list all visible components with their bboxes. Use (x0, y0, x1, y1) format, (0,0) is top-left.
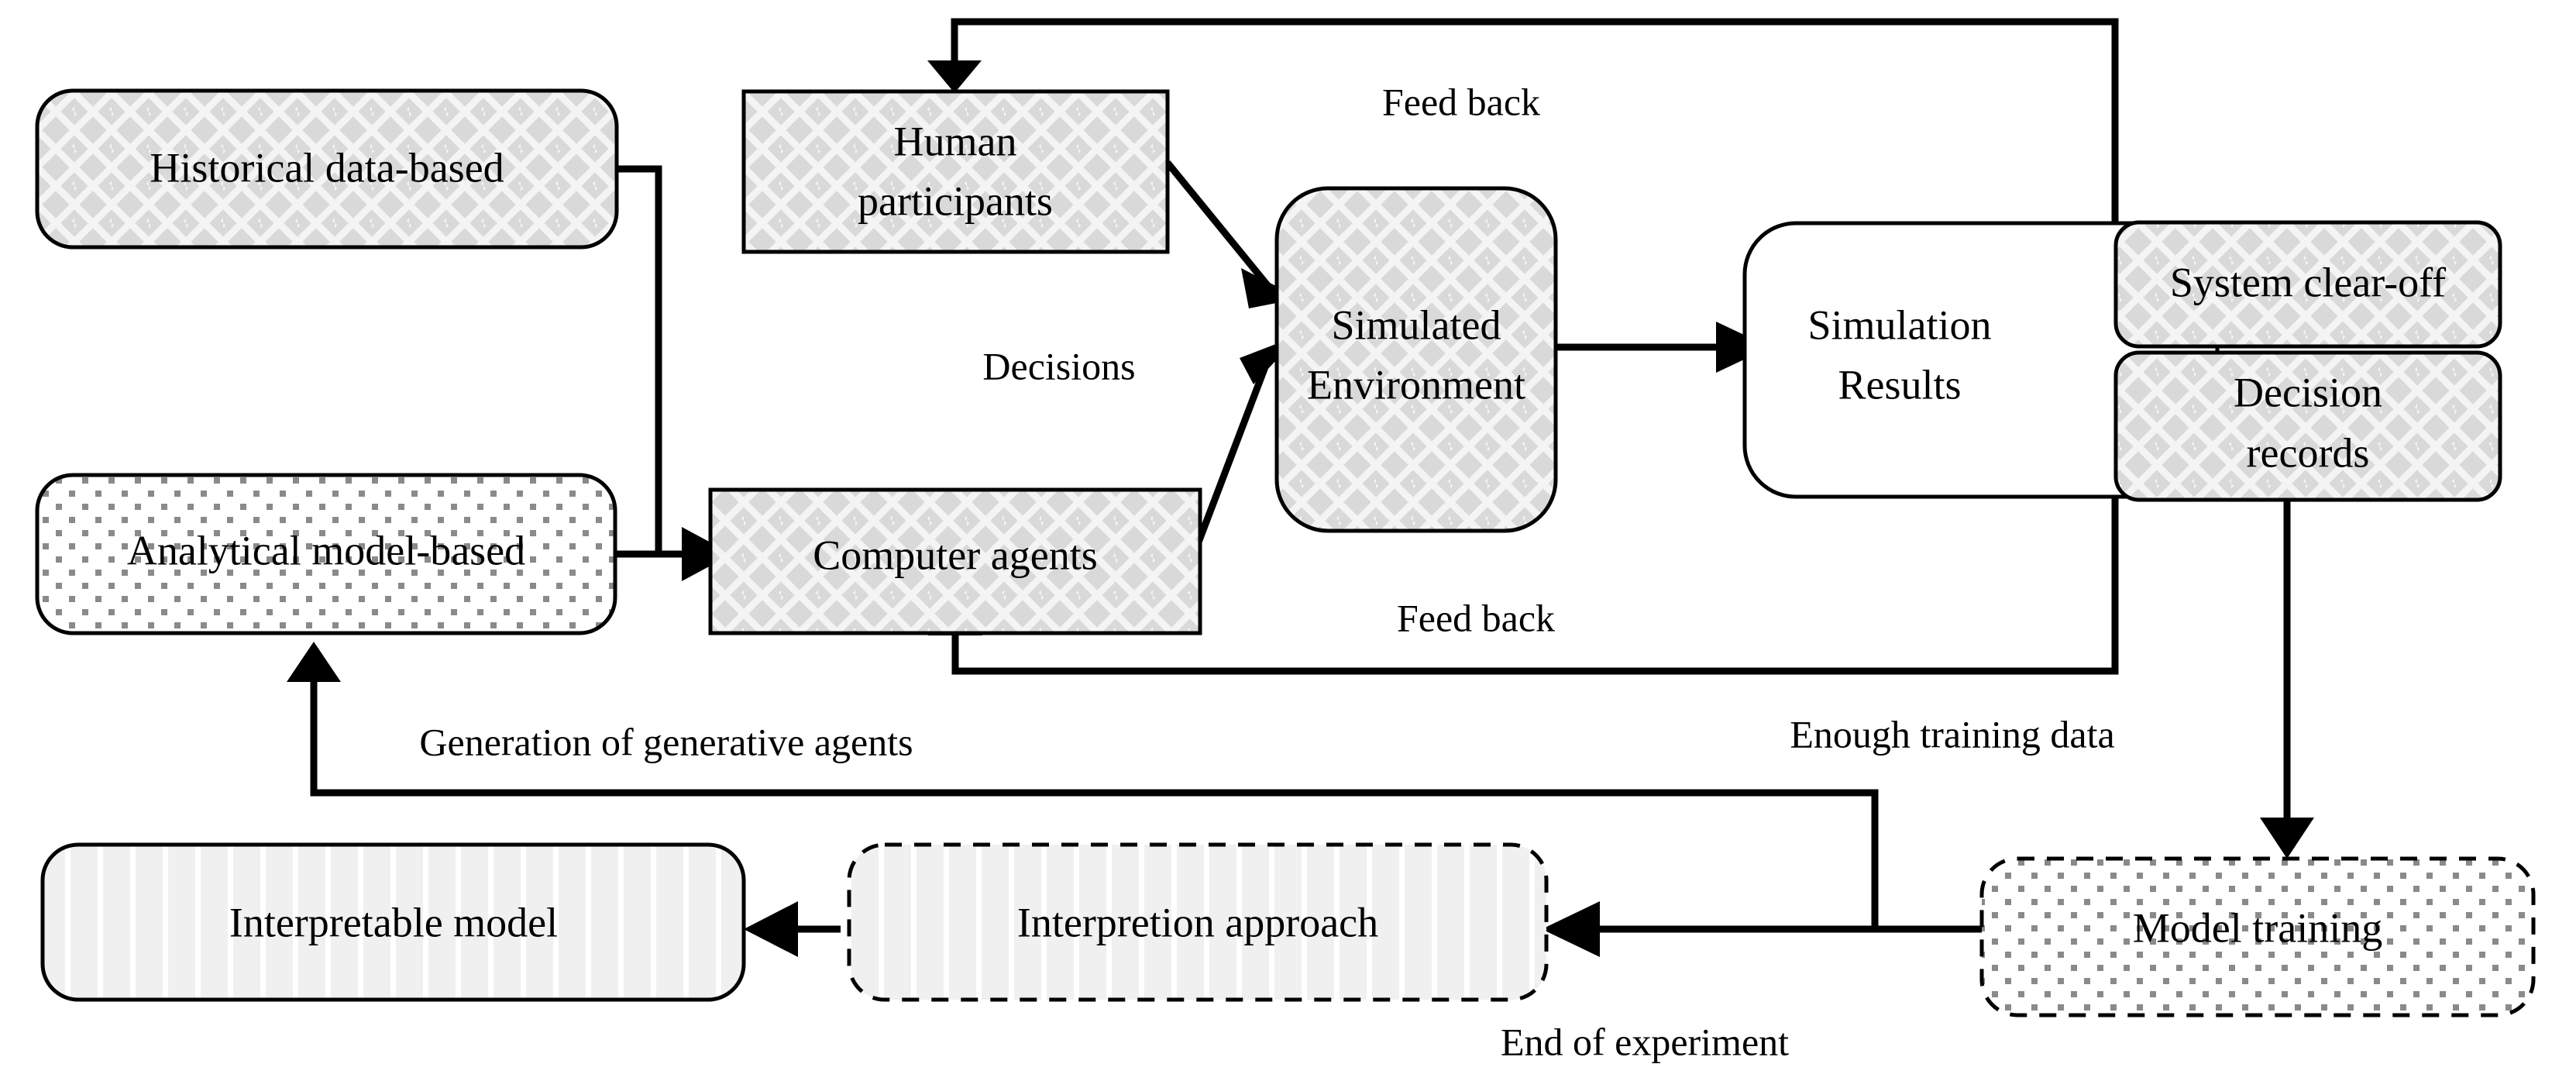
arrowhead-icon (682, 527, 732, 581)
edge-label-generation-of-generative-agents: Generation of generative agents (419, 720, 913, 763)
node-label-historical-data-based: Historical data-based (150, 144, 504, 191)
node-label-human-participants-line1: Human (894, 118, 1017, 164)
node-label-decision-records-line2: records (2247, 429, 2370, 476)
arrowhead-icon (287, 642, 341, 682)
node-label-simulated-environment-line1: Simulated (1332, 301, 1501, 348)
node-system-clear-off[interactable]: System clear-off (2113, 220, 2502, 349)
edge-decision-records-to-model-training (2260, 500, 2314, 859)
node-decision-records[interactable]: Decision records (2113, 350, 2502, 502)
node-label-model-training: Model training (2133, 904, 2382, 951)
edge-feed-back-top (927, 18, 2119, 232)
edge-generation-of-generative-agents (287, 642, 1879, 929)
edge-label-decisions: Decisions (982, 344, 1135, 387)
edge-label-enough-training-data: Enough training data (1790, 712, 2114, 756)
node-human-participants[interactable]: Human participants (741, 89, 1170, 254)
node-historical-data-based[interactable]: Historical data-based (35, 88, 619, 250)
edge-interpretion-to-interpretable-model (744, 901, 841, 957)
node-computer-agents[interactable]: Computer agents (708, 487, 1202, 635)
node-label-simulated-environment-line2: Environment (1307, 361, 1525, 408)
edge-label-end-of-experiment: End of experiment (1501, 1020, 1789, 1063)
node-label-analytical-model-based: Analytical model-based (127, 527, 525, 573)
node-model-training[interactable]: Model training (1979, 856, 2536, 1017)
arrowhead-icon (1542, 901, 1600, 957)
node-simulated-environment[interactable]: Simulated Environment (1274, 186, 1558, 533)
node-label-system-clear-off: System clear-off (2170, 259, 2446, 305)
edge-historical-to-computer-agents (616, 165, 662, 554)
arrowhead-icon (2260, 818, 2314, 859)
node-interpretion-approach[interactable]: Interpretion approach (847, 842, 1549, 1002)
edge-simulated-env-to-results (1553, 322, 1770, 373)
node-label-interpretion-approach: Interpretion approach (1017, 899, 1378, 945)
node-label-simulation-results-line2: Results (1838, 361, 1961, 408)
edge-label-feed-back-bottom: Feed back (1397, 596, 1555, 639)
node-label-decision-records-line1: Decision (2234, 369, 2382, 415)
edge-analytical-to-computer-agents (614, 527, 732, 581)
arrowhead-icon (744, 901, 798, 957)
node-label-computer-agents: Computer agents (813, 532, 1097, 578)
node-label-interpretable-model: Interpretable model (229, 899, 558, 945)
edge-label-feed-back-top: Feed back (1382, 80, 1540, 123)
node-label-human-participants-line2: participants (858, 177, 1053, 224)
node-label-simulation-results-line1: Simulation (1807, 301, 1991, 348)
node-simulation-results[interactable]: Simulation Results (1742, 221, 2220, 499)
node-analytical-model-based[interactable]: Analytical model-based (35, 473, 617, 635)
edge-model-training-to-interpretion (1542, 901, 1999, 957)
node-interpretable-model[interactable]: Interpretable model (40, 842, 746, 1002)
arrowhead-icon (927, 60, 982, 93)
